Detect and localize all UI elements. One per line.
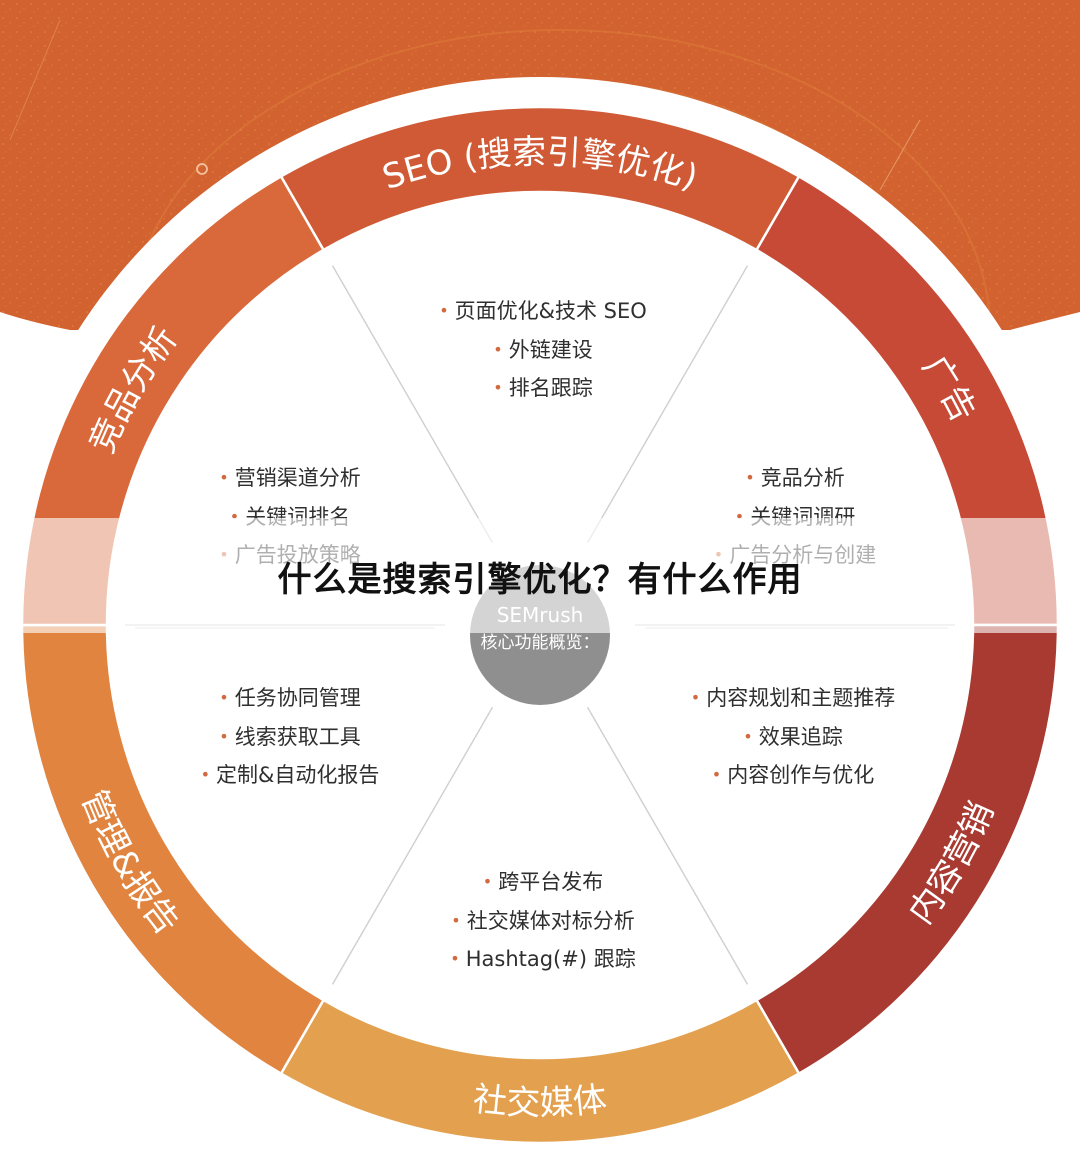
ring-segments xyxy=(20,105,1060,1145)
bullet-dot-icon: • xyxy=(219,688,229,707)
list-item: •内容规划和主题推荐 xyxy=(690,686,896,710)
divider-line xyxy=(331,265,494,544)
bullet-dot-icon: • xyxy=(493,339,503,359)
content-marketing-features-list: •内容规划和主题推荐 •效果追踪 •内容创作与优化 xyxy=(691,680,895,796)
bullet-dot-icon: • xyxy=(229,506,240,526)
bullet-dot-icon: • xyxy=(734,506,745,526)
list-item: •内容创作与优化 xyxy=(711,763,875,787)
list-item: •页面优化&技术 SEO xyxy=(439,299,647,323)
list-item: •跨平台发布 xyxy=(482,870,604,894)
social-media-features-list: •跨平台发布 •社交媒体对标分析 •Hashtag(#) 跟踪 xyxy=(450,864,635,980)
list-item: •定制&自动化报告 xyxy=(200,763,380,787)
bullet-dot-icon: • xyxy=(451,910,461,930)
list-item: •竞品分析 xyxy=(745,466,845,490)
divider-line xyxy=(331,706,494,985)
management-reports-features-list: •任务协同管理 •线索获取工具 •定制&自动化报告 xyxy=(201,680,380,796)
bullet-dot-icon: • xyxy=(493,378,503,397)
list-item: •线索获取工具 xyxy=(219,724,361,749)
list-item: •排名跟踪 xyxy=(493,376,593,400)
list-item: •任务协同管理 xyxy=(219,686,361,710)
bullet-dot-icon: • xyxy=(439,301,449,320)
bullet-dot-icon: • xyxy=(743,726,753,746)
bullet-dot-icon: • xyxy=(745,468,755,487)
ring-segment-competitor-analysis xyxy=(20,174,326,627)
seo-features-list: •页面优化&技术 SEO •外链建设 •排名跟踪 xyxy=(439,293,647,409)
list-item: •Hashtag(#) 跟踪 xyxy=(450,947,636,971)
bullet-dot-icon: • xyxy=(219,726,229,746)
bullet-dot-icon: • xyxy=(219,468,229,487)
title-overlay-band xyxy=(0,518,1080,633)
bullet-dot-icon: • xyxy=(690,688,701,707)
ring-marker-icon xyxy=(196,163,208,175)
list-item: •营销渠道分析 xyxy=(219,466,361,490)
list-item: •外链建设 xyxy=(493,337,593,362)
center-subtitle: 核心功能概览： xyxy=(480,633,600,653)
bullet-dot-icon: • xyxy=(450,949,460,968)
bullet-dot-icon: • xyxy=(200,765,211,784)
list-item: •效果追踪 xyxy=(743,724,843,749)
divider-line xyxy=(586,706,749,985)
divider-line xyxy=(586,265,749,544)
bullet-dot-icon: • xyxy=(711,765,722,784)
list-item: •社交媒体对标分析 xyxy=(451,908,635,933)
bullet-dot-icon: • xyxy=(482,872,493,891)
page-title: 什么是搜索引擎优化？有什么作用 xyxy=(277,560,803,600)
